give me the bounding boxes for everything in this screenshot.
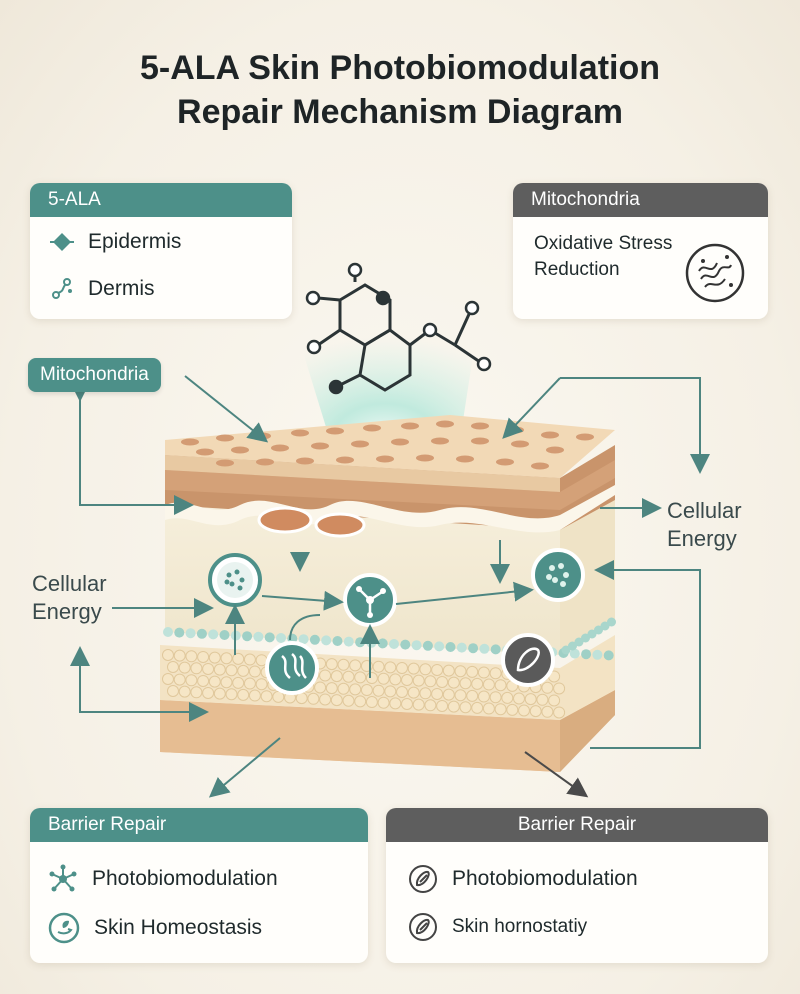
capsule-icon <box>409 865 437 893</box>
label-photobiomodulation-right: Photobiomodulation <box>452 867 638 890</box>
list-item-skin-hornostatiy: Skin hornostatiy <box>408 912 587 942</box>
leaf-hand-icon <box>48 912 80 944</box>
card-5-ala-header: 5-ALA <box>30 183 292 217</box>
left-label-cellular-energy: Cellular Energy <box>32 570 107 626</box>
list-item-photobiomodulation-left: Photobiomodulation <box>48 864 278 894</box>
label-skin-hornostatiy: Skin hornostatiy <box>452 916 588 937</box>
oxidative-stress-line1: Oxidative Stress <box>534 233 673 254</box>
card-barrier-repair-left: Barrier Repair Photobiomodulation Skin H… <box>30 808 368 963</box>
right-label-line1: Cellular <box>667 498 742 523</box>
light-beam <box>290 310 480 440</box>
list-item-photobiomodulation-right: Photobiomodulation <box>408 864 638 894</box>
title-line-2: Repair Mechanism Diagram <box>177 93 623 131</box>
card-barrier-repair-right-header: Barrier Repair <box>386 808 768 842</box>
capsule-icon <box>409 913 437 941</box>
card-5-ala: 5-ALA Epidermis Dermis <box>30 183 292 319</box>
cell-icon-2 <box>343 573 397 627</box>
pill-mitochondria: Mitochondria <box>28 358 161 392</box>
label-dermis: Dermis <box>88 277 155 300</box>
cell-icon-3 <box>531 548 585 602</box>
mitochondria-swirl-icon <box>685 243 745 303</box>
cell-icon-4 <box>265 641 319 695</box>
card-mitochondria-header: Mitochondria <box>513 183 768 217</box>
list-item-skin-homeostasis: Skin Homeostasis <box>48 912 262 944</box>
cell-icon-1 <box>208 553 262 607</box>
label-photobiomodulation-left: Photobiomodulation <box>92 867 278 890</box>
title-line-1: 5-ALA Skin Photobiomodulation <box>139 49 661 87</box>
dermal-epidermal-junction <box>165 485 615 533</box>
oxidative-stress-line2: Reduction <box>534 259 620 280</box>
card-barrier-repair-right: Barrier Repair Photobiomodulation Skin h… <box>386 808 768 963</box>
label-skin-homeostasis: Skin Homeostasis <box>94 916 263 939</box>
cell-icon-5 <box>501 633 555 687</box>
right-label-cellular-energy: Cellular Energy <box>667 497 742 553</box>
dermis-side <box>560 485 615 655</box>
network-icon <box>49 864 77 892</box>
right-label-line2: Energy <box>667 526 737 551</box>
card-mitochondria: Mitochondria Oxidative Stress Reduction <box>513 183 768 319</box>
left-label-line2: Energy <box>32 599 102 624</box>
card-barrier-repair-left-header: Barrier Repair <box>30 808 368 842</box>
molecule-link-icon <box>52 278 72 299</box>
diamond-icon <box>50 233 74 251</box>
list-item-dermis: Dermis <box>50 277 155 301</box>
list-item-epidermis: Epidermis <box>50 230 181 254</box>
left-label-line1: Cellular <box>32 571 107 596</box>
label-epidermis: Epidermis <box>88 230 182 253</box>
